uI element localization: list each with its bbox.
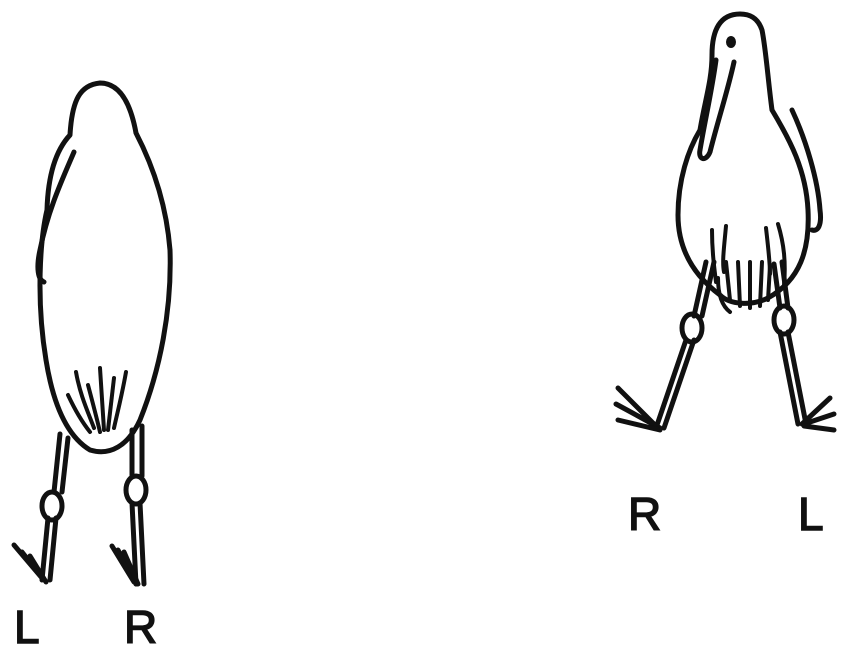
bird-front-view: R L: [616, 14, 834, 540]
bird-back-view: L R: [14, 83, 170, 653]
bird-front-body: [678, 14, 808, 303]
bird-back-tail: [68, 368, 126, 432]
bird-front-right-leg: [616, 262, 714, 430]
label-back-right-leg: R: [124, 601, 157, 653]
bird-front-left-leg: [774, 262, 834, 430]
bird-back-body: [40, 83, 170, 452]
label-front-right-leg: L: [798, 488, 824, 540]
label-front-left-leg: R: [628, 488, 661, 540]
bird-back-left-leg: [14, 434, 68, 582]
bird-front-eye: [726, 36, 736, 48]
label-back-left-leg: L: [14, 601, 40, 653]
